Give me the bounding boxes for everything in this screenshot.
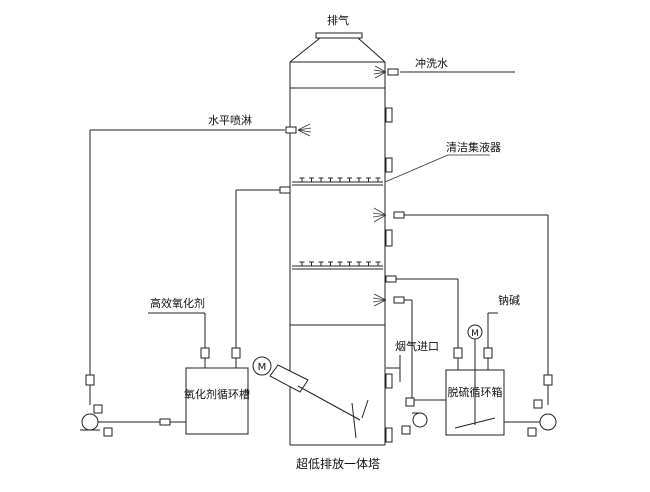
desulf-tank: M <box>412 324 505 436</box>
motor-mark: M <box>258 362 267 373</box>
label-wash-water: 冲洗水 <box>415 56 448 70</box>
wash-water-line <box>373 65 515 79</box>
spray-nozzle <box>309 261 314 266</box>
spray-nozzle <box>318 177 324 182</box>
label-mist-eliminator: 清洁集液器 <box>446 140 501 154</box>
label-desulf-tank: 脱硫循环箱 <box>448 385 503 399</box>
oxidant-tank <box>112 367 249 435</box>
spray-header-upper <box>292 177 383 186</box>
spray-nozzle <box>328 261 333 266</box>
spray-header-lower <box>292 261 383 270</box>
pump-middle <box>401 397 428 435</box>
pump-icon-3 <box>539 413 557 431</box>
spray-nozzle <box>375 177 381 182</box>
right-spray-lines <box>372 207 553 405</box>
side-port-1 <box>385 107 393 123</box>
tower-agitator: M <box>252 356 369 439</box>
spray-nozzle <box>328 177 333 182</box>
pump-right <box>504 399 557 437</box>
spray-nozzle <box>366 261 371 266</box>
label-horizontal-spray: 水平喷淋 <box>208 114 252 127</box>
label-alkali: 钠碱 <box>498 293 520 307</box>
pump-icon-2 <box>412 412 428 428</box>
spray-nozzle <box>366 177 371 182</box>
side-port-2 <box>385 157 393 173</box>
pump-left <box>80 404 113 437</box>
pump-icon <box>81 413 99 431</box>
side-port-3 <box>385 229 393 247</box>
leader-lines <box>384 154 490 183</box>
side-port-4 <box>385 373 393 389</box>
spray-nozzle <box>337 177 343 182</box>
spray-nozzle <box>356 261 362 266</box>
flue-gas-inlet <box>386 355 401 382</box>
motor-mark-2: M <box>471 329 479 339</box>
side-port-5 <box>385 427 393 443</box>
alkali-line <box>483 312 498 370</box>
label-oxidant: 高效氧化剂 <box>150 296 205 310</box>
spray-nozzle <box>375 261 381 266</box>
spray-nozzle <box>299 177 305 182</box>
spray-nozzle <box>356 177 362 182</box>
oxidant-lines <box>148 186 291 368</box>
spray-nozzle <box>347 261 352 266</box>
spray-nozzle <box>299 261 305 266</box>
label-flue-gas-inlet: 烟气进口 <box>395 339 439 353</box>
spray-nozzle <box>337 261 343 266</box>
label-exhaust: 排气 <box>327 13 349 27</box>
tower-body <box>289 88 393 446</box>
spray-nozzle <box>318 261 324 266</box>
diagram-title: 超低排放一体塔 <box>296 456 380 471</box>
label-oxidant-tank: 氧化剂循环槽 <box>184 387 250 401</box>
motor-icon <box>252 356 272 376</box>
spray-nozzle <box>347 177 352 182</box>
horizontal-spray-line <box>85 123 312 405</box>
spray-nozzle <box>309 177 314 182</box>
tower-top <box>289 32 386 89</box>
